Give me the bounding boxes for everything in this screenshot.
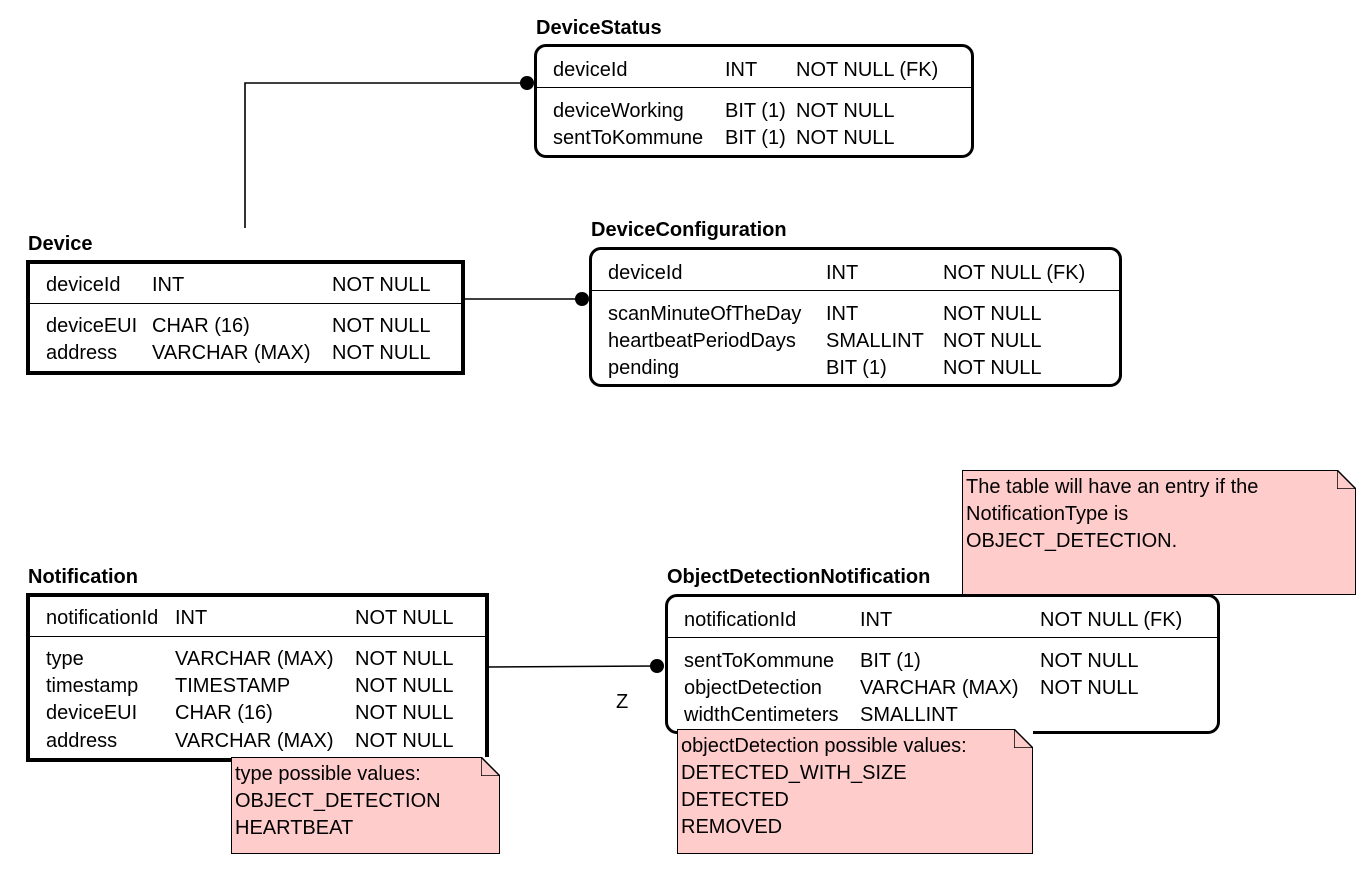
note-fold-icon	[481, 757, 500, 776]
note-fold-icon	[1014, 729, 1033, 748]
attribute-constraint: NOT NULL	[355, 730, 454, 752]
rel-device-devicestatus	[244, 82, 527, 228]
attribute-name: scanMinuteOfTheDay	[608, 303, 802, 325]
note-table-entry[interactable]: The table will have an entry if the Noti…	[962, 470, 1356, 595]
rel-notification-objectdetection	[486, 665, 658, 668]
attribute-name: deviceId	[553, 59, 628, 81]
entity-device[interactable]: deviceId INT NOT NULL deviceEUI CHAR (16…	[26, 260, 465, 375]
attribute-type: INT	[826, 262, 859, 284]
attribute-name: objectDetection	[684, 677, 822, 699]
attribute-name: sentToKommune	[553, 127, 704, 149]
rel-notification-objectdetection-dot	[650, 659, 664, 673]
attribute-type: SMALLINT	[826, 330, 924, 352]
attribute-type: VARCHAR (MAX)	[152, 342, 311, 364]
attribute-name: heartbeatPeriodDays	[608, 330, 796, 352]
attribute-constraint: NOT NULL	[355, 648, 454, 670]
attribute-name: timestamp	[46, 675, 139, 697]
attribute-name: pending	[608, 357, 680, 379]
attribute-name: deviceId	[608, 262, 683, 284]
attribute-type: TIMESTAMP	[175, 675, 291, 697]
attribute-type: CHAR (16)	[152, 315, 250, 337]
attribute-constraint: NOT NULL	[943, 303, 1042, 325]
attribute-constraint: NOT NULL	[355, 607, 454, 629]
note-text-line: The table will have an entry if the	[966, 476, 1259, 498]
note-text-line: REMOVED	[681, 816, 783, 838]
attribute-constraint: NOT NULL	[1040, 650, 1139, 672]
attribute-constraint: NOT NULL	[943, 330, 1042, 352]
attribute-constraint: NOT NULL	[796, 127, 895, 149]
attribute-constraint: NOT NULL	[332, 274, 431, 296]
note-text-line: type possible values:	[235, 763, 421, 785]
attribute-name: notificationId	[684, 609, 797, 631]
entity-title-device: Device	[28, 233, 93, 255]
note-objectdetection-values[interactable]: objectDetection possible values: DETECTE…	[677, 729, 1033, 854]
attribute-constraint: NOT NULL	[355, 702, 454, 724]
attribute-constraint: NOT NULL (FK)	[1040, 609, 1183, 631]
note-text-line: HEARTBEAT	[235, 817, 354, 839]
attribute-name: address	[46, 342, 118, 364]
note-text-line: OBJECT_DETECTION.	[966, 530, 1178, 552]
note-text-line: DETECTED_WITH_SIZE	[681, 762, 907, 784]
attribute-type: INT	[826, 303, 859, 325]
attribute-type: CHAR (16)	[175, 702, 273, 724]
attribute-constraint: NOT NULL	[332, 342, 431, 364]
attribute-name: deviceId	[46, 274, 121, 296]
attribute-constraint: NOT NULL	[943, 357, 1042, 379]
attribute-constraint: NOT NULL (FK)	[943, 262, 1086, 284]
note-text-line: NotificationType is	[966, 503, 1129, 525]
relationship-label-z: Z	[616, 691, 629, 713]
primary-key-section: notificationId INT NOT NULL	[30, 597, 485, 637]
entity-title-notification: Notification	[28, 566, 138, 588]
attribute-name: deviceWorking	[553, 100, 684, 122]
entity-title-objectdetectionnotification: ObjectDetectionNotification	[667, 566, 931, 588]
entity-title-devicestatus: DeviceStatus	[536, 17, 662, 39]
attribute-name: sentToKommune	[684, 650, 835, 672]
primary-key-section: deviceId INT NOT NULL (FK)	[537, 47, 971, 88]
attribute-type: SMALLINT	[860, 704, 958, 726]
rel-device-devicestatus-dot	[520, 76, 534, 90]
rel-device-deviceconfiguration-dot	[575, 292, 589, 306]
attribute-constraint: NOT NULL	[332, 315, 431, 337]
attribute-name: deviceEUI	[46, 315, 138, 337]
primary-key-section: deviceId INT NOT NULL (FK)	[592, 250, 1119, 291]
note-text-line: objectDetection possible values:	[681, 735, 967, 757]
attribute-name: widthCentimeters	[684, 704, 839, 726]
attribute-type: INT	[175, 607, 208, 629]
note-text-line: OBJECT_DETECTION	[235, 790, 441, 812]
entity-deviceconfiguration[interactable]: deviceId INT NOT NULL (FK) scanMinuteOfT…	[589, 247, 1122, 387]
attribute-type: VARCHAR (MAX)	[860, 677, 1019, 699]
attribute-constraint: NOT NULL	[1040, 677, 1139, 699]
note-fold-icon	[1337, 470, 1356, 489]
entity-devicestatus[interactable]: deviceId INT NOT NULL (FK) deviceWorking…	[534, 44, 974, 158]
entity-notification[interactable]: notificationId INT NOT NULL type VARCHAR…	[26, 593, 489, 762]
note-text-line: DETECTED	[681, 789, 789, 811]
attribute-type: VARCHAR (MAX)	[175, 730, 334, 752]
attribute-type: BIT (1)	[725, 127, 786, 149]
attribute-name: address	[46, 730, 118, 752]
attribute-name: deviceEUI	[46, 702, 138, 724]
entity-title-deviceconfiguration: DeviceConfiguration	[591, 219, 787, 241]
primary-key-section: deviceId INT NOT NULL	[30, 264, 461, 304]
attribute-type: INT	[725, 59, 758, 81]
attribute-constraint: NOT NULL	[355, 675, 454, 697]
attribute-name: type	[46, 648, 84, 670]
attribute-type: BIT (1)	[860, 650, 921, 672]
entity-objectdetectionnotification[interactable]: notificationId INT NOT NULL (FK) sentToK…	[665, 594, 1220, 734]
attribute-type: INT	[152, 274, 185, 296]
attribute-name: notificationId	[46, 607, 159, 629]
attribute-constraint: NOT NULL	[796, 100, 895, 122]
attribute-type: BIT (1)	[725, 100, 786, 122]
primary-key-section: notificationId INT NOT NULL (FK)	[668, 597, 1217, 638]
attribute-constraint: NOT NULL (FK)	[796, 59, 939, 81]
attribute-type: BIT (1)	[826, 357, 887, 379]
attribute-type: VARCHAR (MAX)	[175, 648, 334, 670]
note-type-values[interactable]: type possible values: OBJECT_DETECTION H…	[231, 757, 500, 854]
attribute-type: INT	[860, 609, 893, 631]
